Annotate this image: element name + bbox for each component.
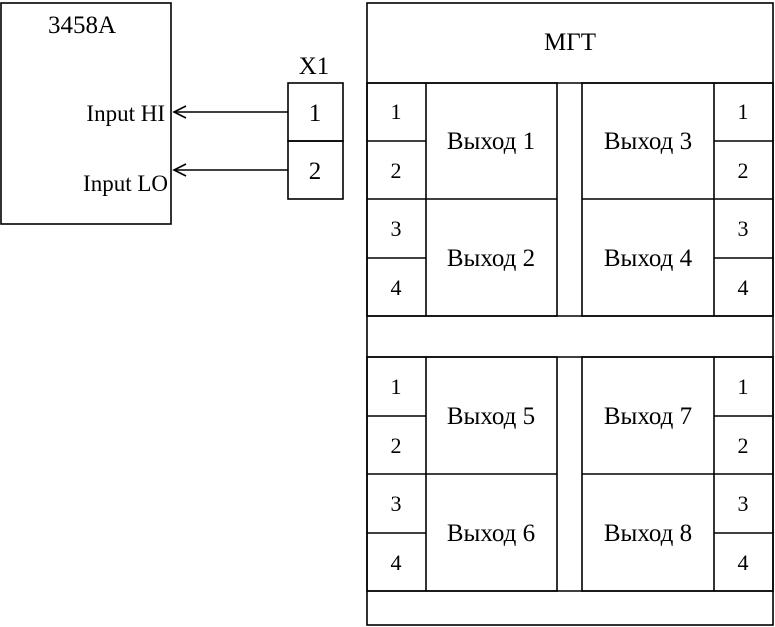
output-4-pin-4: 4: [738, 275, 749, 300]
connector-x1: X1 1 2: [287, 53, 344, 200]
mgt-block: МГТ 1 2 3 4 Выход 1 Выход 2 1: [366, 2, 774, 626]
output-8-pin-4: 4: [738, 550, 749, 575]
input-lo-label: Input LO: [83, 171, 168, 196]
wires: [172, 105, 288, 177]
output-4-pin-3: 3: [738, 216, 749, 241]
output-7-label: Выход 7: [604, 403, 692, 430]
connector-pin-cell: [287, 140, 344, 200]
mgt-title: МГТ: [544, 29, 596, 56]
output-1-pin-2: 2: [391, 158, 402, 183]
output-2-label: Выход 2: [447, 245, 535, 272]
connector-pin-2: 2: [309, 158, 322, 185]
output-7-pin-2: 2: [738, 433, 749, 458]
output-7-pin-1: 1: [738, 374, 749, 399]
output-2-pin-4: 4: [391, 275, 402, 300]
output-group-right-top: 1 2 3 4 Выход 3 Выход 4: [581, 82, 774, 317]
arrow-lo-icon: [172, 163, 187, 177]
connector-pin-1: 1: [309, 100, 322, 127]
output-6-label: Выход 6: [447, 520, 535, 547]
output-6-pin-3: 3: [391, 491, 402, 516]
output-1-label: Выход 1: [447, 128, 535, 155]
output-8-pin-3: 3: [738, 491, 749, 516]
output-5-pin-1: 1: [391, 374, 402, 399]
output-group-left-top: 1 2 3 4 Выход 1 Выход 2: [366, 82, 558, 317]
instrument-title: 3458A: [48, 12, 116, 39]
instrument-box: [0, 2, 172, 225]
output-5-pin-2: 2: [391, 433, 402, 458]
input-hi-label: Input HI: [86, 101, 165, 126]
output-1-pin-1: 1: [391, 99, 402, 124]
output-3-pin-1: 1: [738, 99, 749, 124]
output-2-pin-3: 3: [391, 216, 402, 241]
output-6-pin-4: 4: [391, 550, 402, 575]
output-5-label: Выход 5: [447, 403, 535, 430]
mgt-outer-box: [366, 2, 774, 626]
output-group-left-bottom: 1 2 3 4 Выход 5 Выход 6: [366, 356, 558, 592]
output-4-label: Выход 4: [604, 245, 693, 272]
output-3-pin-2: 2: [738, 158, 749, 183]
instrument-3458a: 3458A Input HI Input LO: [0, 2, 172, 225]
output-8-label: Выход 8: [604, 520, 692, 547]
arrow-hi-icon: [172, 105, 187, 119]
connector-label: X1: [299, 53, 330, 80]
output-group-right-bottom: 1 2 3 4 Выход 7 Выход 8: [581, 356, 774, 592]
output-3-label: Выход 3: [604, 128, 692, 155]
